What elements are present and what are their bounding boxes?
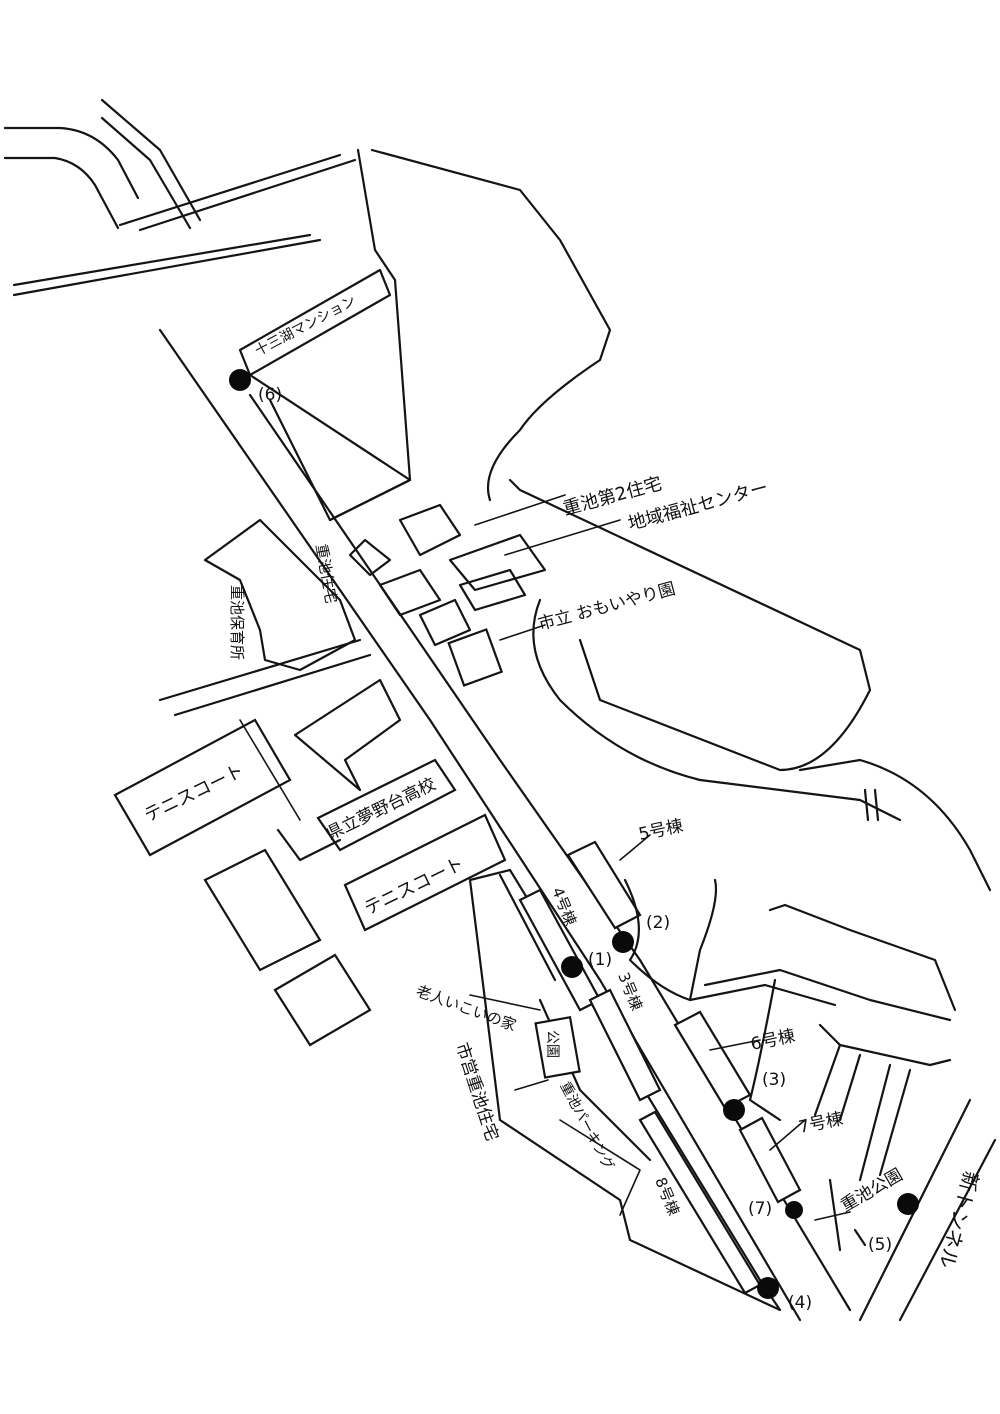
bldg7-label: 7号棟	[797, 1109, 845, 1138]
markers: (6) (1) (2) (3) (4) (5) (7)	[229, 369, 919, 1313]
tennis-court-left: テニスコート	[113, 718, 301, 857]
marker-6-dot	[229, 369, 251, 391]
marker-4-label: (4)	[788, 1293, 812, 1313]
marker-2-label: (2)	[646, 913, 670, 933]
marker-5-dot	[897, 1193, 919, 1215]
nursery-area: 重池保育所 重池住宅	[158, 518, 372, 717]
shin-tunnel-label: 新トンネル	[934, 1169, 983, 1271]
marker-4-dot	[757, 1277, 779, 1299]
renchi-koen-label: 重池公園	[838, 1165, 907, 1216]
hoikusho-label: 重池保育所	[228, 585, 246, 660]
shiei-label: 市営重池住宅	[451, 1040, 502, 1143]
welfare-buildings	[348, 494, 621, 687]
marker-1-dot	[561, 956, 583, 978]
marker-3-dot	[723, 1099, 745, 1121]
bldg5-label: 5号棟	[637, 816, 685, 845]
bldg6-label: 6号棟	[749, 1026, 797, 1055]
koen-label: 公園	[544, 1030, 560, 1058]
roujin-label: 老人いこいの家	[414, 982, 519, 1035]
jutaku-upper-label: 重池住宅	[312, 543, 340, 605]
jusanko-mansion-label: 十三湖マンション	[252, 293, 358, 360]
marker-7-label: (7)	[748, 1199, 772, 1219]
marker-5-label: (5)	[868, 1235, 892, 1255]
marker-1-label: (1)	[588, 950, 612, 970]
parking-label: 重池パーキング	[556, 1079, 616, 1173]
marker-3-label: (3)	[762, 1070, 786, 1090]
marker-7-dot	[785, 1201, 803, 1219]
upper-right-terrain	[328, 148, 992, 892]
marker-2-dot	[612, 931, 634, 953]
marker-6-label: (6)	[258, 385, 282, 405]
shin-tunnel-road: 新トンネル	[858, 1098, 997, 1322]
main-road	[158, 328, 852, 1322]
buildings-west-strip: 4号棟 3号棟 8号棟	[518, 885, 762, 1295]
omoiyari-label: 市立 おもいやり園	[536, 579, 677, 635]
koukou-building: 県立夢野台高校	[276, 678, 457, 862]
callout-labels: 重池第2住宅 地域福祉センター 市立 おもいやり園	[536, 473, 770, 635]
upper-left-road	[3, 98, 357, 297]
lower-left-blocks	[203, 848, 372, 1047]
